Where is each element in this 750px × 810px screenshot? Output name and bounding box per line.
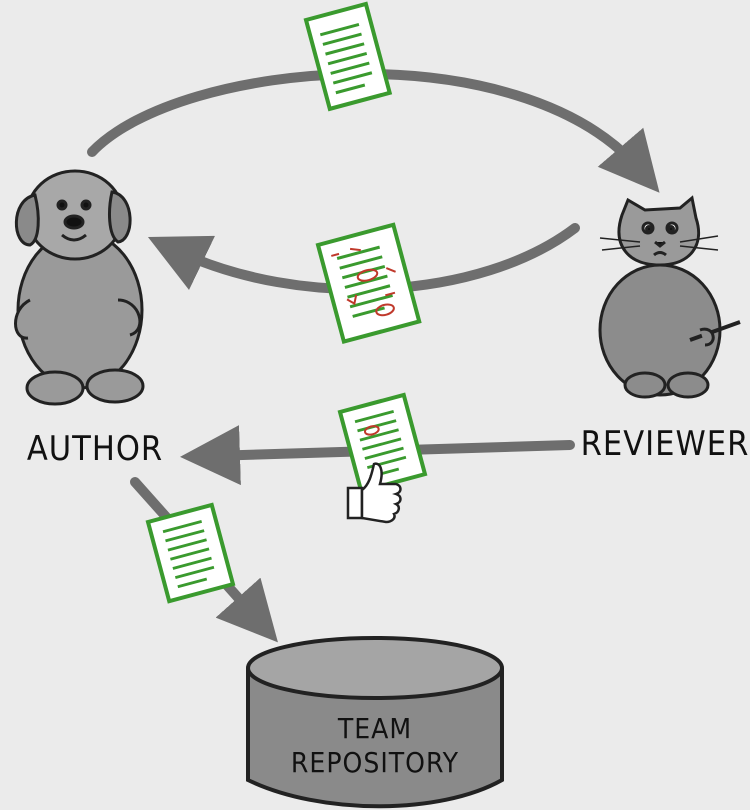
code-document-icon xyxy=(303,1,393,112)
author-dog-illustration xyxy=(14,169,145,406)
author-label: AUTHOR xyxy=(27,429,163,469)
repository-label-line2: REPOSITORY xyxy=(291,746,459,779)
reviewer-cat-illustration xyxy=(598,195,741,399)
reviewer-label: REVIEWER xyxy=(581,424,750,464)
approved-document-icon xyxy=(337,392,428,494)
repository-label-line1: TEAM xyxy=(337,712,412,745)
thumbs-up-icon xyxy=(346,462,402,524)
team-repository-cylinder xyxy=(246,636,504,809)
commit-document-icon xyxy=(145,502,236,604)
reviewed-document-icon xyxy=(315,222,422,345)
